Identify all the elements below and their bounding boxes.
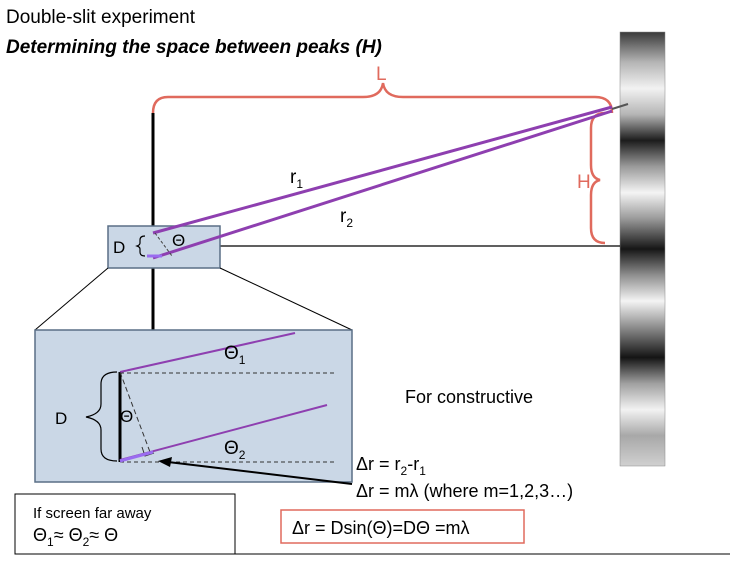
r2-label: r2 <box>340 206 353 230</box>
equation-m-lambda: Δr = mλ (where m=1,2,3…) <box>356 481 573 501</box>
h-label: H <box>577 172 591 193</box>
inset-d-label: D <box>55 409 67 428</box>
h-bracket <box>589 111 606 245</box>
zoom-connector-left <box>34 267 109 331</box>
small-d-brace <box>135 235 146 257</box>
l-label: L <box>376 64 387 85</box>
slit-zoom-box <box>107 225 221 269</box>
ray-r1 <box>152 105 613 235</box>
path-difference-arrowhead <box>158 457 172 467</box>
small-d-label: D <box>113 238 125 257</box>
inset-ray-bottom <box>119 404 328 461</box>
ray-r2 <box>152 109 613 260</box>
far-away-equation: Θ1≈ Θ2≈ Θ <box>33 525 118 549</box>
l-bracket <box>151 82 614 114</box>
zoom-connector-right <box>219 267 353 331</box>
constructive-label: For constructive <box>405 387 533 407</box>
r1-label: r1 <box>290 167 303 191</box>
inset-ray-top <box>119 332 296 373</box>
inset-theta-label: Θ <box>120 407 133 426</box>
diagram-subtitle: Determining the space between peaks (H) <box>6 37 382 58</box>
theta2-label: Θ2 <box>224 438 246 462</box>
theta1-label: Θ1 <box>224 343 246 367</box>
inset-d-brace <box>85 371 118 462</box>
interference-screen <box>619 31 666 467</box>
diagram-title: Double-slit experiment <box>6 7 196 28</box>
equation-delta-r: Δr = r2-r1 <box>356 454 426 478</box>
far-away-title: If screen far away <box>33 505 152 522</box>
inset-path-difference <box>119 450 154 463</box>
path-difference-arrow <box>167 461 353 485</box>
ray-target-tick <box>611 103 629 110</box>
inset-perpendicular-line <box>119 371 151 453</box>
boxed-equation: Δr = Dsin(Θ)=DΘ =mλ <box>292 518 470 538</box>
inset-zoom-box <box>34 329 353 483</box>
boxed-equation-frame <box>280 509 525 544</box>
far-away-note-box <box>14 493 236 555</box>
small-theta-label: Θ <box>172 231 185 250</box>
